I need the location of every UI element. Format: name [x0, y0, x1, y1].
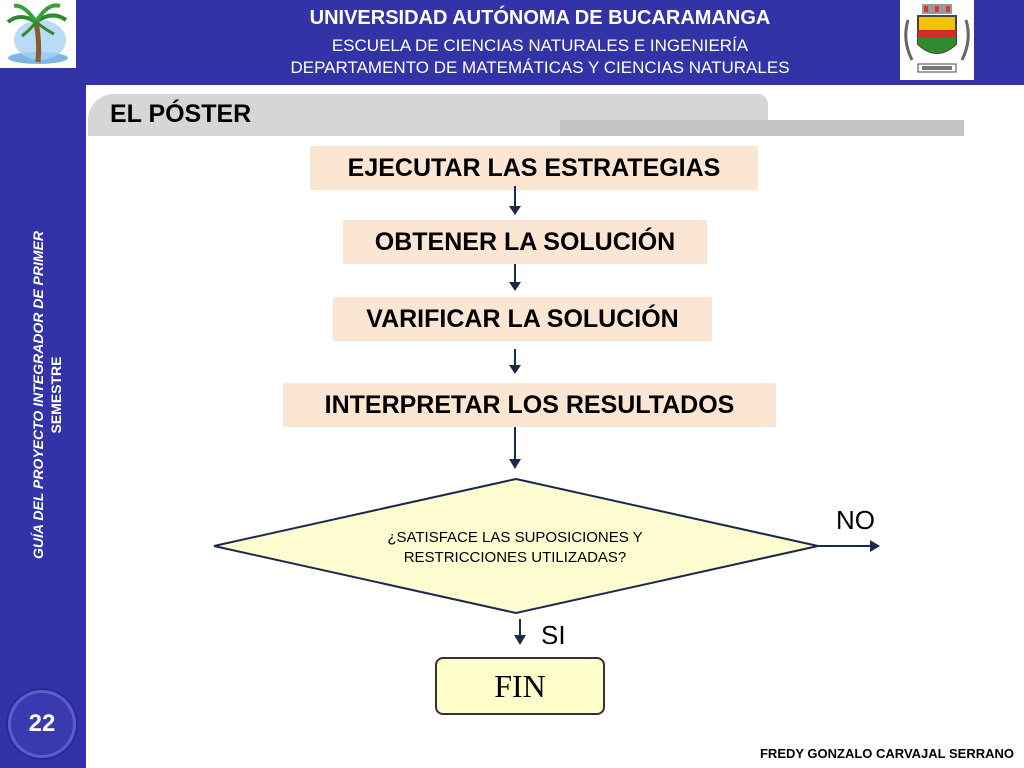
arrow-right-icon: [818, 539, 884, 555]
university-name: UNIVERSIDAD AUTÓNOMA DE BUCARAMANGA: [180, 7, 900, 30]
yes-label: SI: [541, 620, 566, 651]
section-title: EL PÓSTER: [110, 100, 251, 129]
section-divider: [560, 120, 964, 136]
arrow-down-icon: [505, 349, 525, 381]
arrow-down-icon: [510, 619, 530, 651]
sidebar-title-line2: SEMESTRE: [47, 185, 65, 605]
author-name: FREDY GONZALO CARVAJAL SERRANO: [760, 746, 1014, 761]
step-execute-strategies: EJECUTAR LAS ESTRATEGIAS: [310, 146, 758, 190]
school-name: ESCUELA DE CIENCIAS NATURALES E INGENIER…: [180, 36, 900, 56]
sidebar-title-line1: GUÍA DEL PROYECTO INTEGRADOR DE PRIMER: [29, 185, 47, 605]
decision-text: ¿SATISFACE LAS SUPOSICIONES Y RESTRICCIO…: [340, 528, 690, 568]
arrow-down-icon: [505, 427, 525, 473]
step-obtain-solution: OBTENER LA SOLUCIÓN: [343, 220, 707, 264]
palm-tree-logo: [0, 0, 76, 68]
end-box: FIN: [435, 657, 605, 715]
no-label: NO: [836, 505, 875, 536]
decision-text-line1: ¿SATISFACE LAS SUPOSICIONES Y: [340, 528, 690, 548]
page-number: 22: [8, 690, 76, 758]
department-name: DEPARTAMENTO DE MATEMÁTICAS Y CIENCIAS N…: [180, 58, 900, 78]
step-verify-solution: VARIFICAR LA SOLUCIÓN: [333, 297, 712, 341]
university-crest-logo: [900, 0, 974, 80]
arrow-down-icon: [505, 186, 525, 218]
sidebar-vertical-title: GUÍA DEL PROYECTO INTEGRADOR DE PRIMER S…: [29, 185, 65, 605]
arrow-down-icon: [505, 264, 525, 296]
decision-text-line2: RESTRICCIONES UTILIZADAS?: [340, 548, 690, 568]
step-interpret-results: INTERPRETAR LOS RESULTADOS: [283, 383, 776, 427]
